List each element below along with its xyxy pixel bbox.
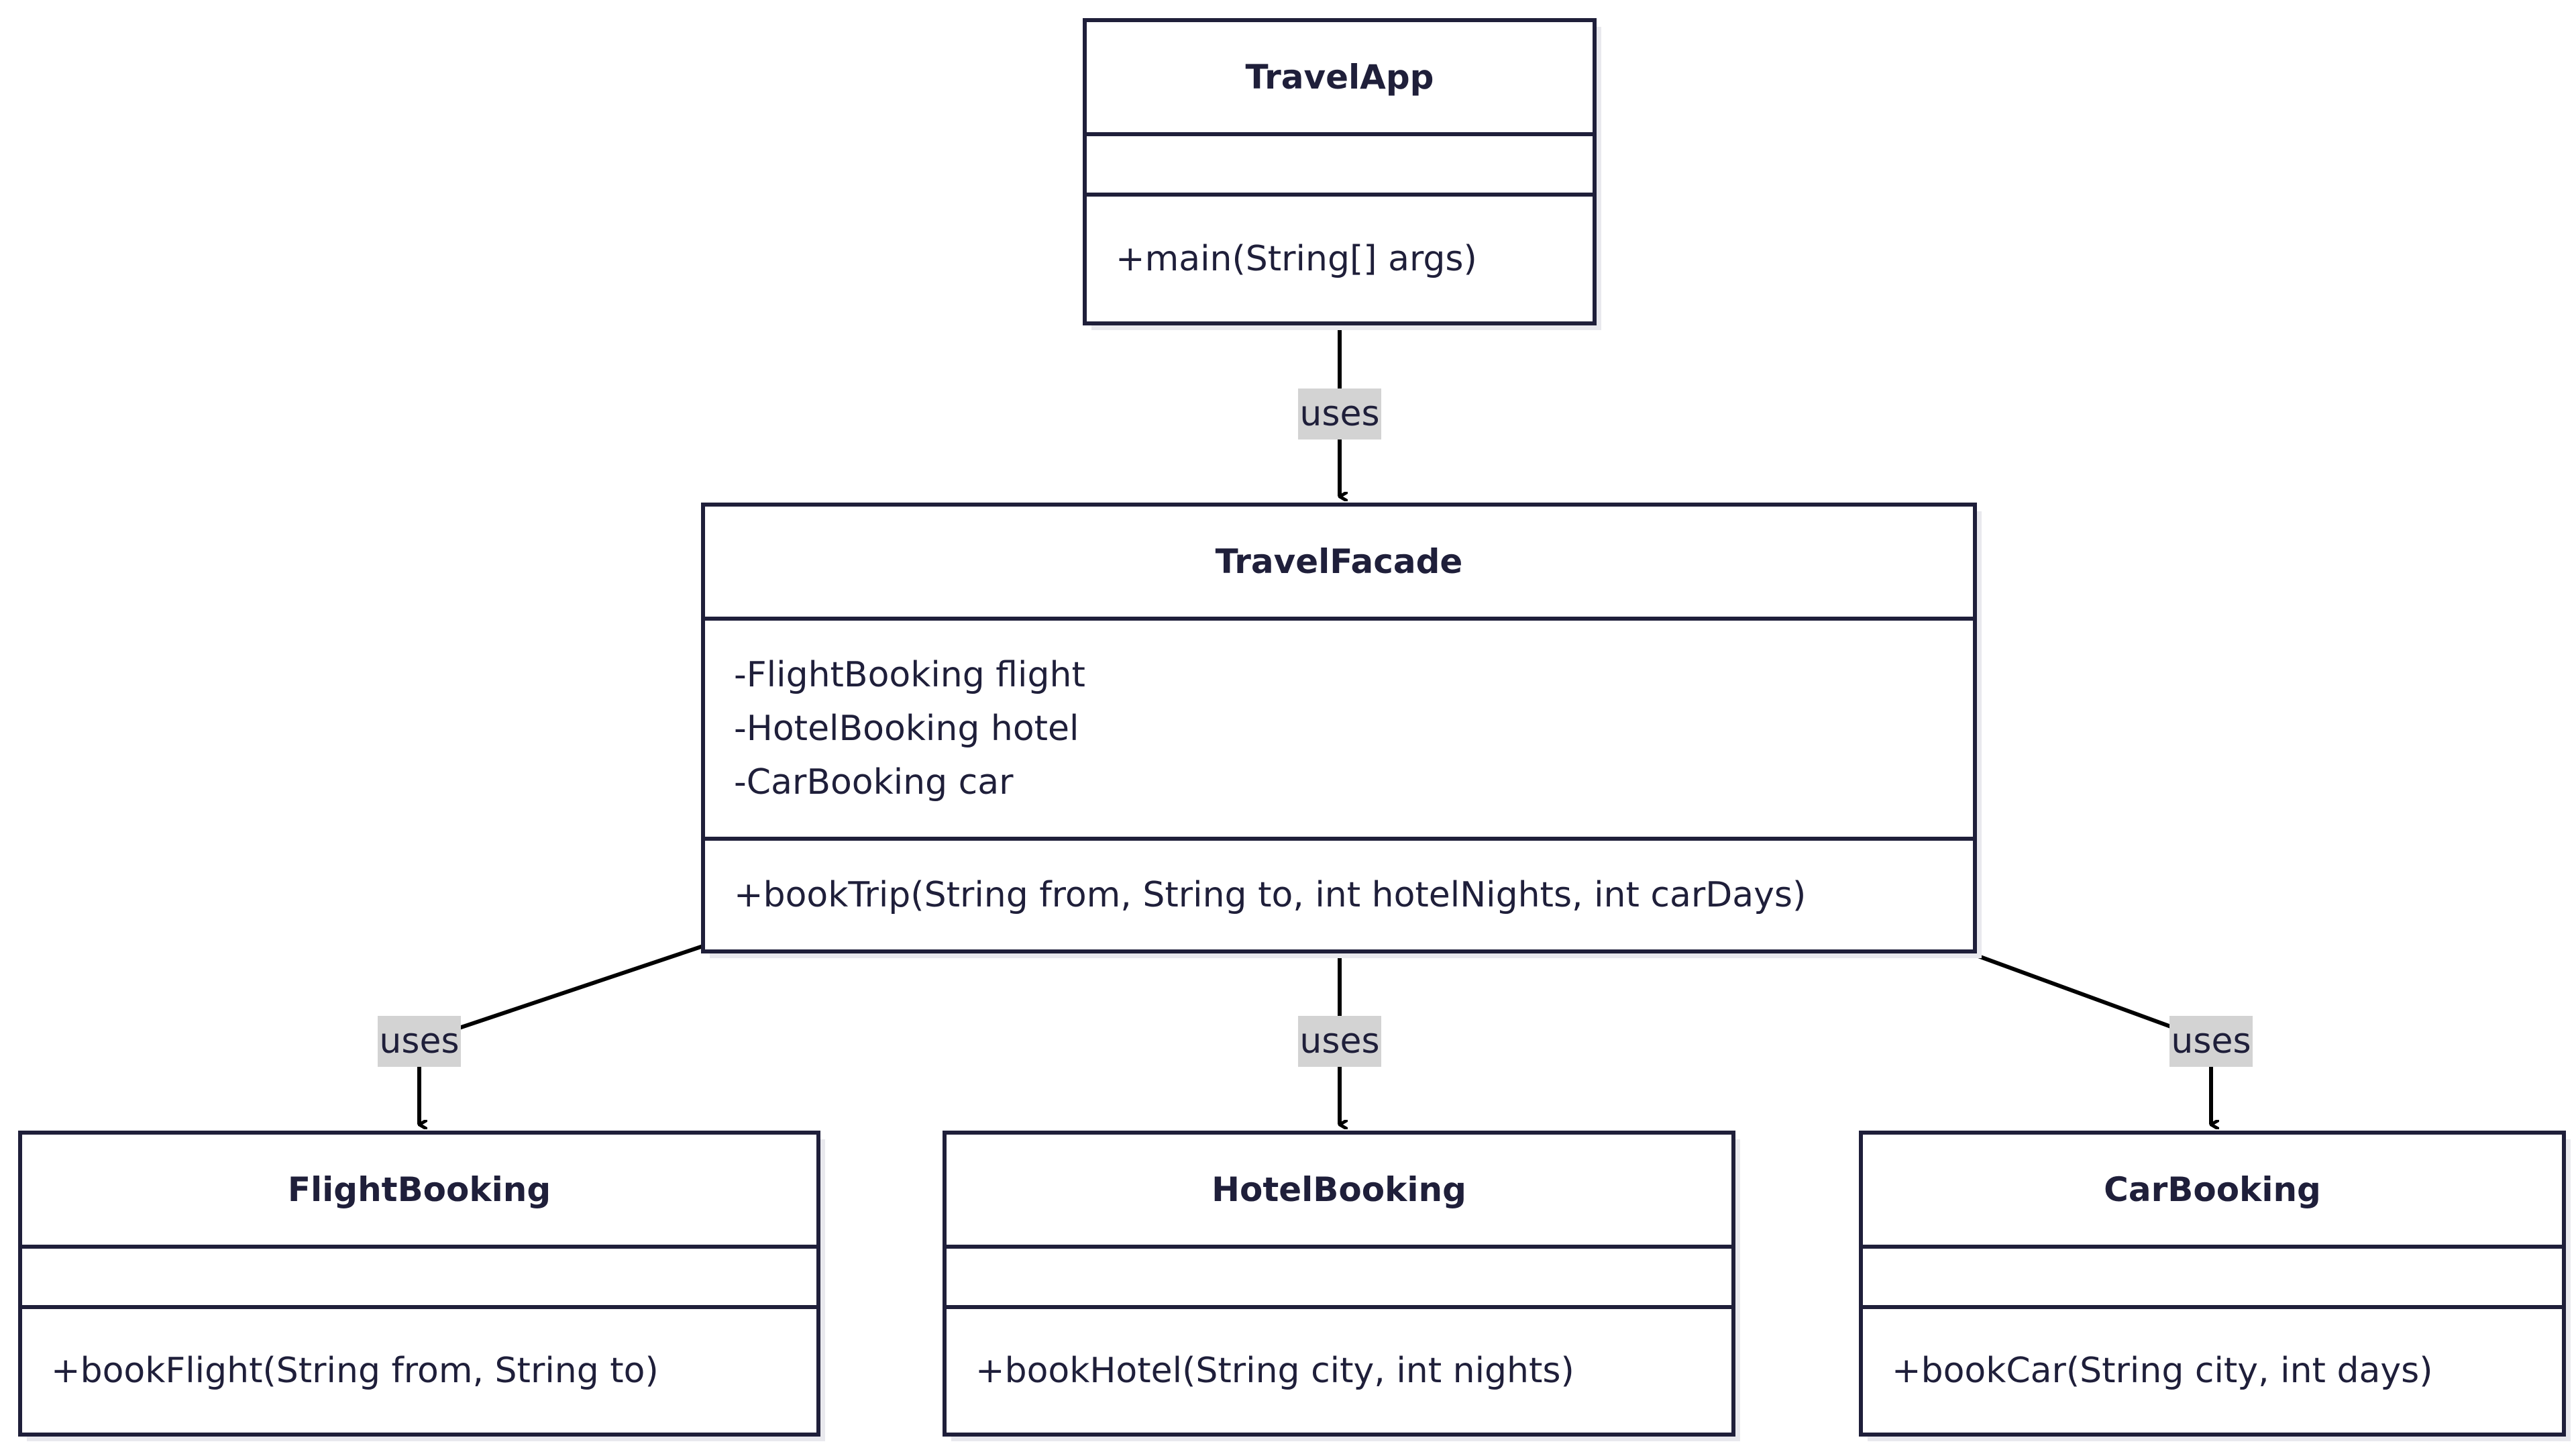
class-name: FlightBooking — [288, 1170, 551, 1209]
class-hotelbooking[interactable]: HotelBooking +bookHotel(String city, int … — [943, 1131, 1740, 1441]
class-attribute: -HotelBooking hotel — [734, 709, 1079, 749]
relation-label: uses — [1299, 1021, 1379, 1061]
relation-label-background — [1298, 1016, 1381, 1067]
class-name: CarBooking — [2104, 1170, 2321, 1209]
class-travelfacade[interactable]: TravelFacade -FlightBooking flight -HotelB… — [701, 503, 1982, 958]
class-box — [18, 1131, 820, 1437]
class-box — [1083, 18, 1597, 325]
class-name: TravelFacade — [1216, 542, 1463, 581]
class-method: +bookCar(String city, int days) — [1892, 1351, 2432, 1391]
class-carbooking[interactable]: CarBooking +bookCar(String city, int days… — [1859, 1131, 2571, 1441]
relation-label-background — [378, 1016, 461, 1067]
class-box — [701, 503, 1977, 953]
class-attribute: -FlightBooking flight — [734, 655, 1085, 695]
class-flightbooking[interactable]: FlightBooking +bookFlight(String from, St… — [18, 1131, 825, 1441]
relation-label-background — [2169, 1016, 2253, 1067]
class-method: +bookHotel(String city, int nights) — [975, 1351, 1574, 1391]
class-travelapp[interactable]: TravelApp +main(String[] args) — [1083, 18, 1601, 330]
relation-label: uses — [1299, 394, 1379, 434]
class-box — [1859, 1131, 2566, 1437]
relation-arrow — [417, 944, 704, 1125]
class-name: TravelApp — [1246, 58, 1434, 97]
class-method: +main(String[] args) — [1116, 239, 1477, 279]
class-method: +bookTrip(String from, String to, int ho… — [734, 875, 1806, 915]
class-name: HotelBooking — [1212, 1170, 1466, 1209]
relation-label: uses — [2171, 1021, 2251, 1061]
class-box — [943, 1131, 1735, 1437]
relation-label-group: uses — [378, 1016, 461, 1067]
relation-label-group: uses — [1298, 1016, 1381, 1067]
class-attribute: -CarBooking car — [734, 762, 1014, 802]
class-method: +bookFlight(String from, String to) — [51, 1351, 659, 1391]
relation-travelfacade-flightbooking[interactable] — [417, 944, 704, 1125]
relation-label-background — [1298, 388, 1381, 439]
relation-label-group: uses — [2169, 1016, 2253, 1067]
relation-label-group: uses — [1298, 388, 1381, 439]
relation-label: uses — [379, 1021, 459, 1061]
